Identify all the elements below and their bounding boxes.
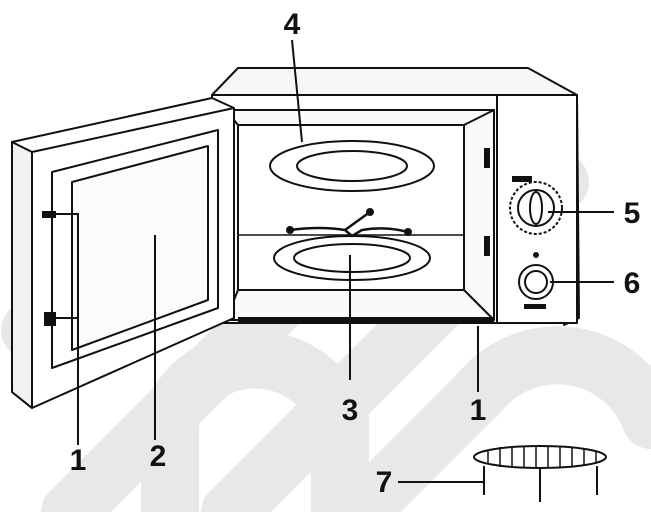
- callout-2: 2: [150, 440, 167, 473]
- callout-labels: 1 2 3 4 5 6 1 7: [70, 8, 641, 499]
- door-latch-holes: [484, 148, 490, 256]
- timer-knob: [509, 176, 563, 235]
- leader-1-left: [56, 213, 79, 445]
- callout-1-right: 1: [470, 394, 487, 427]
- callout-5: 5: [624, 197, 641, 230]
- door-latches: [42, 211, 56, 326]
- callout-6: 6: [624, 267, 641, 300]
- callout-3: 3: [342, 394, 359, 427]
- open-door: [11, 97, 235, 409]
- callout-4: 4: [284, 8, 301, 41]
- leader-4: [291, 39, 303, 143]
- callout-7: 7: [376, 466, 393, 499]
- glass-tray: [269, 140, 435, 192]
- grill-rack: [473, 445, 607, 502]
- turntable-ring: [273, 208, 431, 281]
- leader-lines: [56, 39, 614, 483]
- callout-1-left: 1: [70, 444, 87, 477]
